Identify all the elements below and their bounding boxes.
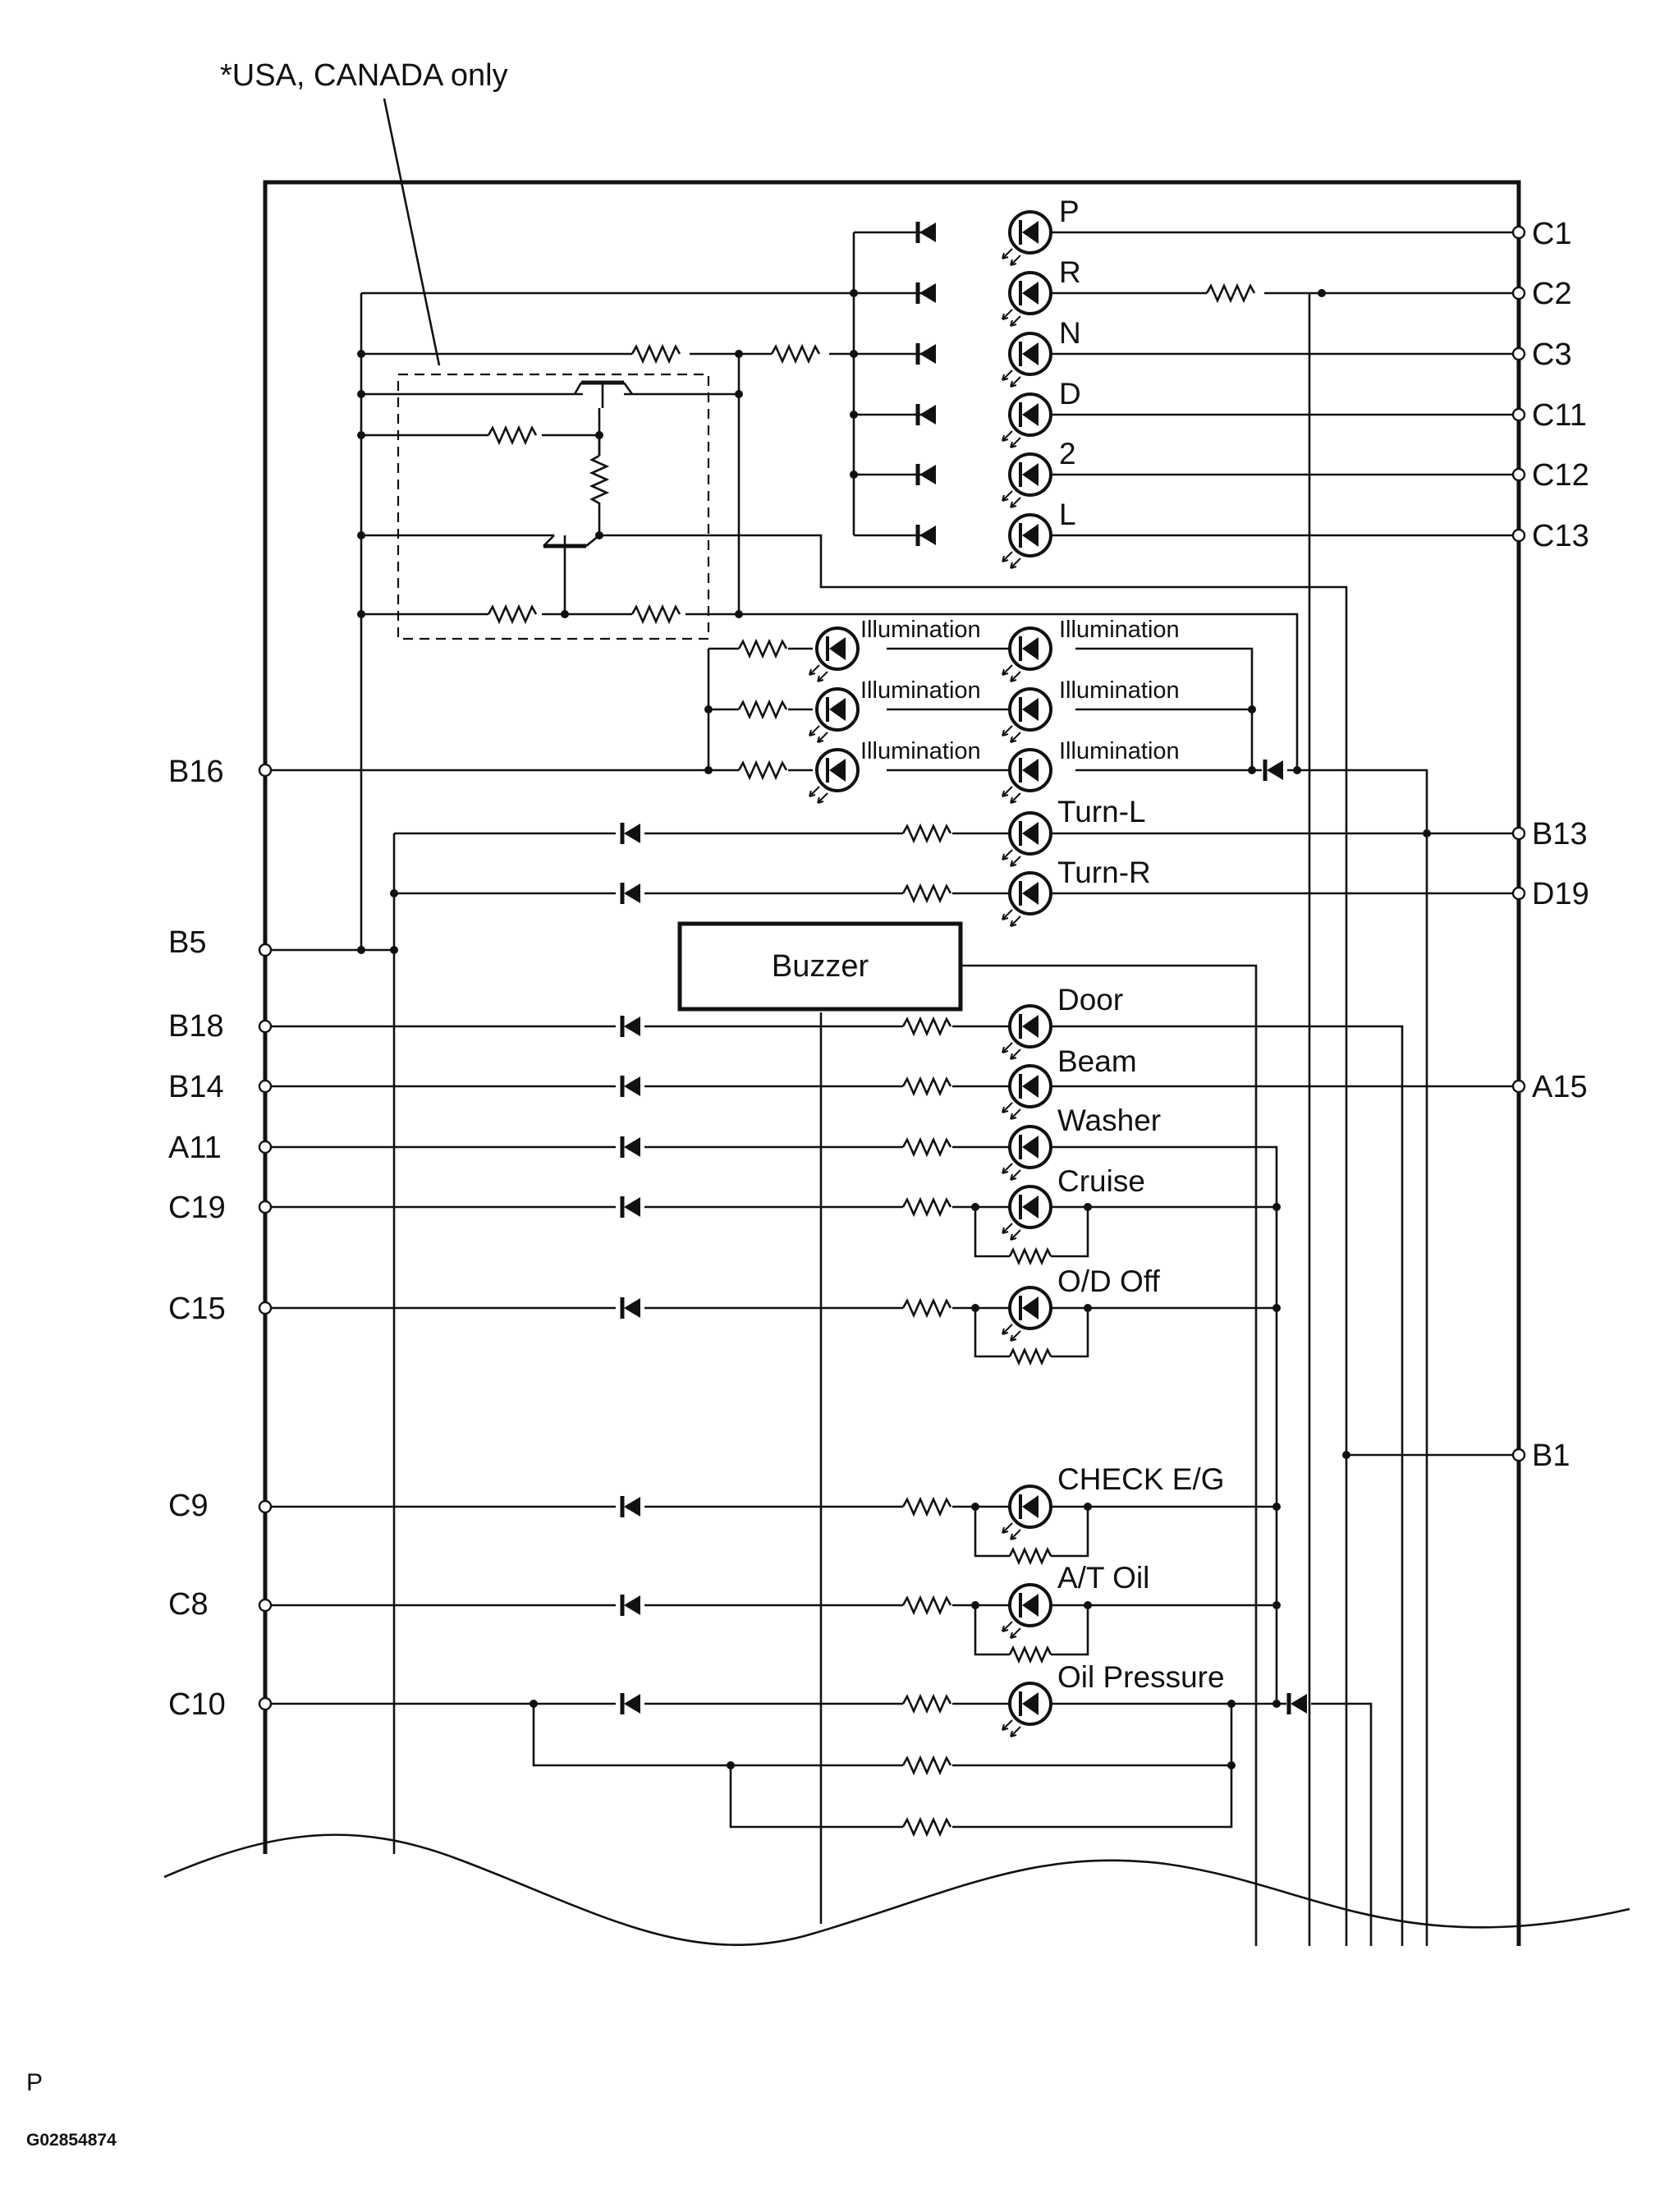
led-icon: [809, 687, 860, 743]
led-icon: [809, 626, 860, 682]
led-icon: [1002, 332, 1052, 388]
footer-code: P: [26, 2069, 43, 2096]
led-icon: [809, 748, 860, 804]
terminal-label: C19: [168, 1191, 226, 1225]
indicator-label: Door: [1057, 983, 1123, 1017]
led-icon: [1002, 271, 1052, 327]
indicator-label: Turn-L: [1057, 795, 1146, 828]
shift-indicator-labels: P R N D 2 L: [1059, 195, 1081, 531]
led-icon: [1002, 1125, 1052, 1181]
led-icon: [1002, 1286, 1052, 1342]
terminal-label: B18: [168, 1009, 224, 1044]
illumination-label: Illumination: [860, 677, 981, 704]
terminal-label: B14: [168, 1070, 224, 1104]
terminal-label: C9: [168, 1489, 209, 1523]
indicator-label: CHECK E/G: [1057, 1462, 1225, 1496]
buzzer-label: Buzzer: [772, 949, 869, 984]
terminal-label: C8: [168, 1587, 209, 1622]
led-icon: [1002, 1583, 1052, 1639]
illumination-label: Illumination: [1059, 617, 1180, 643]
led-icon: [1002, 1485, 1052, 1540]
junction-dots: [357, 289, 1431, 1769]
illumination-label: Illumination: [860, 617, 981, 643]
led-icon: [1002, 748, 1052, 804]
illumination-label: Illumination: [1059, 738, 1180, 764]
led-icon: [1002, 871, 1052, 927]
figure-id: G02854874: [26, 2131, 117, 2150]
terminal-label: C12: [1532, 458, 1589, 493]
indicator-label: A/T Oil: [1057, 1561, 1149, 1595]
terminal-label: C15: [168, 1292, 226, 1326]
terminal-label: C2: [1532, 277, 1572, 311]
wiring: [163, 98, 1630, 1946]
terminal-label: C10: [168, 1687, 226, 1722]
indicator-label: Beam: [1057, 1044, 1137, 1078]
illumination-labels: Illumination Illumination Illumination I…: [860, 617, 1180, 764]
diodes: [620, 222, 1307, 1714]
resistors: [487, 282, 1256, 1838]
led-icon: [1002, 392, 1052, 448]
terminal-label: B13: [1532, 817, 1588, 851]
led-icon: [1002, 1064, 1052, 1120]
terminal-label: B1: [1532, 1439, 1570, 1473]
led-icon: [1002, 1682, 1052, 1737]
indicator-label: P: [1059, 195, 1080, 228]
terminal-circles: [258, 225, 1526, 1711]
terminal-label: D19: [1532, 877, 1589, 911]
indicator-label: L: [1059, 498, 1076, 531]
indicator-label: R: [1059, 255, 1081, 289]
illumination-label: Illumination: [860, 738, 981, 764]
illumination-label: Illumination: [1059, 677, 1180, 704]
terminal-label: C13: [1532, 519, 1589, 553]
led-icon: [1002, 687, 1052, 743]
led-icon: [1002, 513, 1052, 569]
indicator-label: Cruise: [1057, 1164, 1145, 1198]
led-icon: [1002, 452, 1052, 508]
left-terminal-labels: B16 B5 B18 B14 A11 C19 C15 C9 C8 C10: [168, 755, 226, 1722]
indicator-label: Washer: [1057, 1104, 1161, 1137]
terminal-label: C11: [1532, 398, 1587, 433]
led-icon: [1002, 1185, 1052, 1241]
terminal-label: C1: [1532, 217, 1572, 251]
terminal-label: A11: [168, 1131, 222, 1165]
indicator-label: O/D Off: [1057, 1264, 1160, 1298]
indicator-label: Oil Pressure: [1057, 1660, 1225, 1694]
terminal-label: C3: [1532, 337, 1572, 372]
terminal-label: A15: [1532, 1070, 1588, 1104]
indicator-label: N: [1059, 316, 1081, 350]
indicator-label: D: [1059, 377, 1081, 411]
led-icon: [1002, 626, 1052, 682]
leds: [809, 210, 1052, 1737]
led-icon: [1002, 210, 1052, 266]
right-terminal-labels: C1 C2 C3 C11 C12 C13 B13 D19 A15 B1: [1532, 217, 1589, 1473]
led-icon: [1002, 811, 1052, 867]
indicator-label: Turn-R: [1057, 856, 1151, 889]
indicator-label: 2: [1059, 437, 1076, 470]
region-note: *USA, CANADA only: [220, 58, 508, 93]
terminal-label: B5: [168, 925, 206, 960]
terminal-label: B16: [168, 755, 224, 789]
indicator-labels: Turn-L Turn-R Door Beam Washer Cruise O/…: [1057, 795, 1225, 1694]
led-icon: [1002, 1004, 1052, 1060]
transistors: [543, 380, 634, 548]
buzzer-box: [677, 921, 963, 1012]
